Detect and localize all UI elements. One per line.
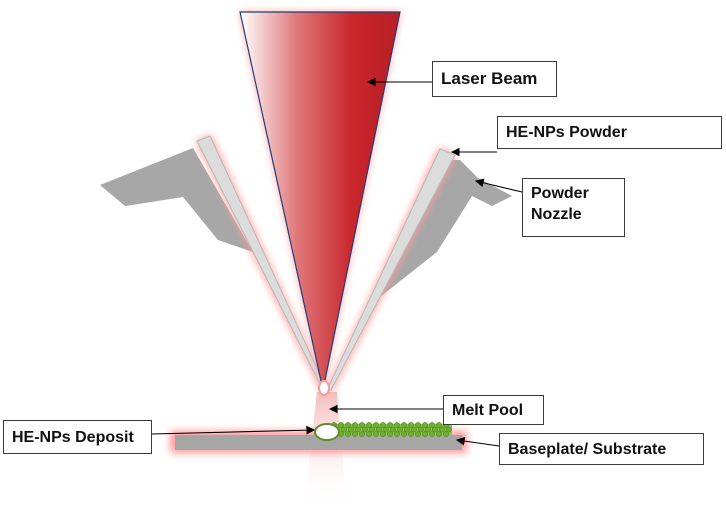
deposit-bead-particle [446, 426, 452, 433]
left-powder-nozzle [100, 135, 328, 392]
deposit-bead-particle [394, 431, 400, 437]
deposit-bead-particle [345, 431, 351, 437]
label-baseplate: Baseplate/ Substrate [499, 433, 704, 465]
deposit-bead-particle [404, 426, 410, 433]
deposit-bead-particle [439, 426, 445, 433]
deposit-bead-particle [345, 422, 351, 428]
deposit-bead-particle [387, 431, 393, 437]
deposit-bead [330, 422, 452, 437]
deposit-bead-particle [387, 422, 393, 428]
label-powder: HE-NPs Powder [497, 116, 722, 149]
deposit-bead-particle [432, 426, 438, 433]
deposit-bead-particle [411, 426, 417, 433]
deposit-bead-particle [429, 431, 435, 437]
deposit-bead-particle [429, 422, 435, 428]
deposit-bead-particle [380, 422, 386, 428]
label-powder-nozzle-line1: Powder [531, 185, 589, 202]
deposit-bead-particle [401, 422, 407, 428]
arrow-nozzle [474, 178, 523, 193]
arrow-deposit [151, 425, 316, 435]
arrow-baseplate [455, 436, 500, 447]
label-powder-nozzle-line2: Nozzle [531, 206, 582, 223]
deposit-bead-particle [352, 431, 358, 437]
right-powder-nozzle [326, 148, 512, 392]
deposit-bead-particle [366, 431, 372, 437]
deposit-bead-particle [359, 431, 365, 437]
deposit-bead-particle [436, 422, 442, 428]
deposit-bead-particle [443, 431, 449, 437]
laser-focus-point [318, 380, 330, 396]
deposit-bead-particle [348, 426, 354, 433]
deposit-bead-particle [422, 422, 428, 428]
label-powder-nozzle: Powder Nozzle [522, 178, 625, 237]
label-deposit: HE-NPs Deposit [3, 420, 152, 454]
deposit-bead-particle [341, 426, 347, 433]
deposit-bead-particle [422, 431, 428, 437]
deposit-bead-particle [397, 426, 403, 433]
label-laser-beam: Laser Beam [432, 61, 557, 97]
melt-pool [314, 423, 340, 441]
deposit-bead-particle [425, 426, 431, 433]
deposit-bead-particle [408, 422, 414, 428]
laser-beam [239, 11, 401, 391]
deposit-bead-particle [362, 426, 368, 433]
deposit-bead-particle [415, 422, 421, 428]
deposit-bead-particle [401, 431, 407, 437]
deposit-bead-particle [373, 431, 379, 437]
deposit-bead-particle [394, 422, 400, 428]
deposit-bead-particle [338, 422, 344, 428]
deposit-bead-particle [376, 426, 382, 433]
deposit-bead-particle [436, 431, 442, 437]
deposit-bead-particle [390, 426, 396, 433]
deposit-bead-particle [359, 422, 365, 428]
deposit-bead-particle [380, 431, 386, 437]
label-melt-pool: Melt Pool [443, 395, 544, 425]
deposit-bead-particle [369, 426, 375, 433]
deposit-bead-particle [383, 426, 389, 433]
deposit-bead-particle [352, 422, 358, 428]
baseplate [170, 431, 467, 453]
deposit-bead-particle [373, 422, 379, 428]
deposit-bead-particle [408, 431, 414, 437]
deposit-bead-particle [415, 431, 421, 437]
deposit-bead-particle [355, 426, 361, 433]
leader-arrows [151, 77, 523, 447]
deposit-bead-particle [418, 426, 424, 433]
deposit-bead-particle [366, 422, 372, 428]
